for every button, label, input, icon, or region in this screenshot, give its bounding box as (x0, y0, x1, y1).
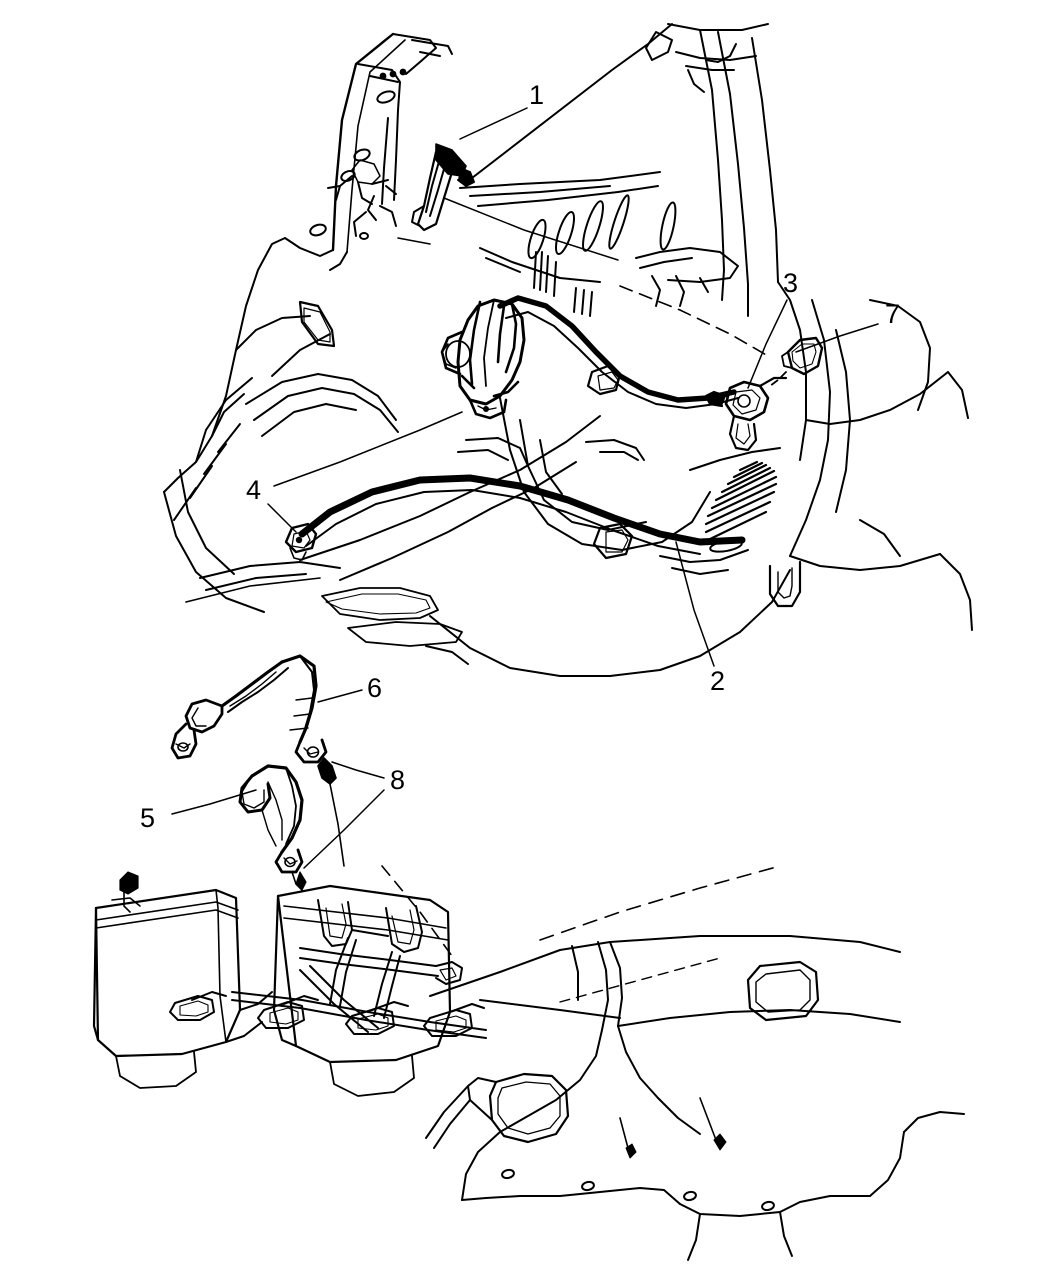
wheelhouse-trim (163, 300, 661, 677)
floor-pan-contours (499, 397, 802, 671)
callout-3: 3 (783, 268, 799, 298)
rear-floor-pan (425, 865, 965, 1261)
callout-2: 2 (710, 666, 726, 696)
callout-4: 4 (246, 475, 262, 505)
alignment-dash-lines (185, 237, 769, 957)
callout-7: 7 (885, 299, 901, 329)
belt-webbing (284, 295, 746, 561)
quarter-panel-trim (163, 23, 973, 631)
callout-8: 8 (390, 765, 406, 795)
buckle-assemblies (170, 654, 345, 891)
callout-6: 6 (367, 673, 383, 703)
seat-cushion-frames (92, 871, 487, 1097)
speaker-grille-hatch (704, 460, 778, 542)
belt-retractor-assembly (440, 298, 526, 420)
callout-leader-lines (171, 107, 879, 869)
callout-1: 1 (529, 80, 545, 110)
callout-5: 5 (140, 803, 156, 833)
